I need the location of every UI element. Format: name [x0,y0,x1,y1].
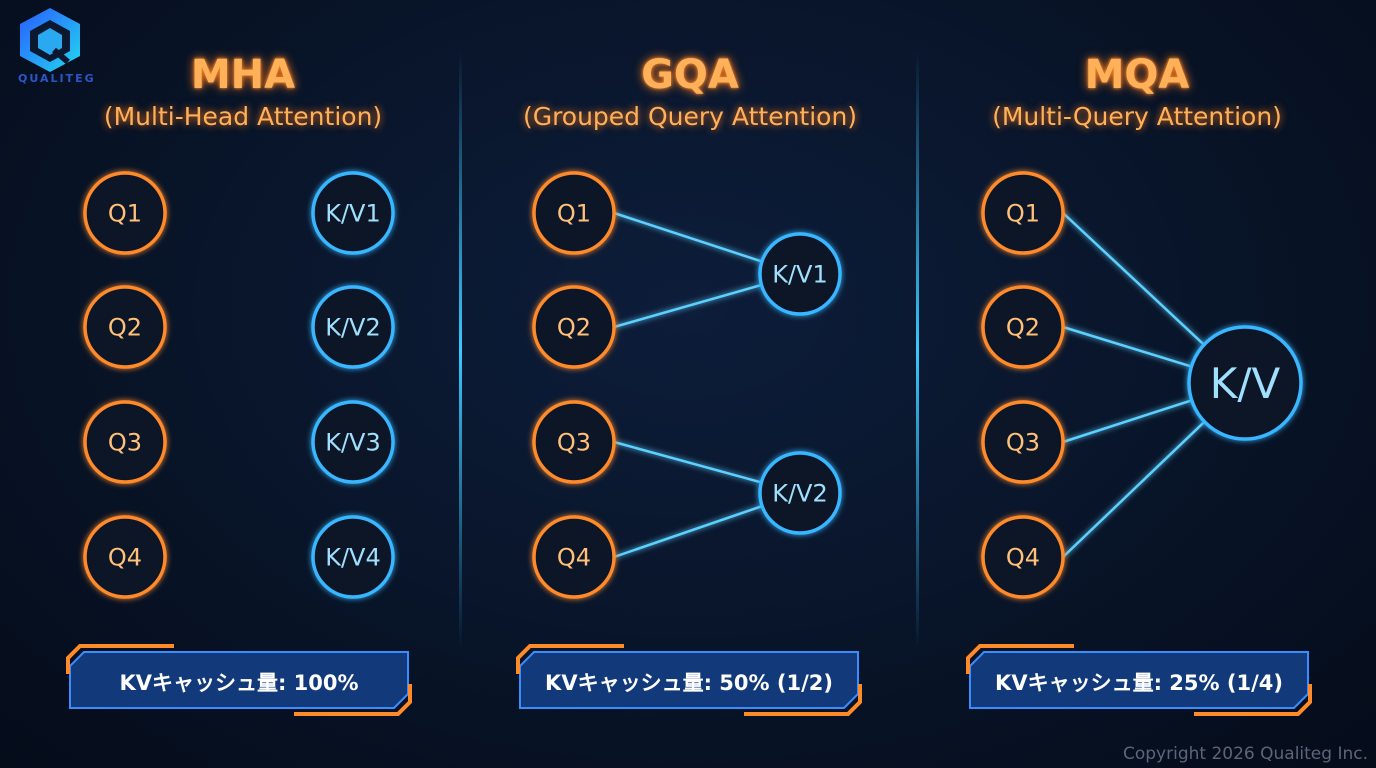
query-node-label: Q1 [557,200,591,228]
kv-node: K/V [1187,325,1303,441]
query-node-label: Q2 [108,314,142,342]
copyright: Copyright 2026 Qualiteg Inc. [1122,744,1368,764]
attention-link [1062,325,1192,368]
kv-node-label: K/V2 [772,480,828,508]
query-node-circle [532,400,616,484]
query-node: Q2 [83,285,167,369]
query-node-label: Q1 [108,200,142,228]
query-node-label: Q4 [1006,544,1040,572]
kv-node-label: K/V4 [325,544,381,572]
query-node-circle [83,515,167,599]
attention-link [613,440,762,484]
attention-link [1062,420,1206,558]
panel-title: GQA [641,52,739,98]
divider [459,50,462,650]
query-node: Q4 [83,515,167,599]
kv-cache-text: KVキャッシュ量: 25% (1/4) [995,671,1283,695]
query-node-circle [981,515,1065,599]
badge-frame [966,644,1312,716]
kv-node: K/V1 [758,232,842,316]
kv-node-label: K/V [1210,359,1281,408]
logo: QUALITEG [10,6,94,86]
kv-cache-badge: KVキャッシュ量: 25% (1/4) [966,644,1312,716]
query-node: Q1 [83,171,167,255]
query-node: Q1 [532,171,616,255]
kv-cache-badge: KVキャッシュ量: 100% [66,644,412,716]
query-node-circle [532,515,616,599]
query-node-label: Q4 [557,544,591,572]
query-node: Q2 [981,285,1065,369]
query-node-label: Q1 [1006,200,1040,228]
kv-node: K/V1 [311,171,395,255]
query-node-circle [981,285,1065,369]
badge-frame [516,644,862,716]
query-node: Q4 [532,515,616,599]
kv-node-circle [311,515,395,599]
query-node-circle [83,400,167,484]
attention-link [613,283,762,329]
logo-hexagon-icon [20,8,80,72]
query-node-circle [83,285,167,369]
panel-title: MQA [1084,52,1190,98]
kv-cache-text: KVキャッシュ量: 50% (1/2) [545,671,833,695]
query-node: Q4 [981,515,1065,599]
divider [916,50,919,650]
query-node-label: Q4 [108,544,142,572]
attention-link [1062,212,1205,346]
query-node: Q1 [981,171,1065,255]
query-node-label: Q2 [1006,314,1040,342]
query-node-label: Q3 [557,429,591,457]
logo-text: QUALITEG [18,72,96,85]
kv-node: K/V2 [311,285,395,369]
kv-node: K/V2 [758,451,842,535]
query-node-circle [83,171,167,255]
query-node: Q3 [532,400,616,484]
panel-subtitle: (Grouped Query Attention) [522,102,858,131]
kv-node-label: K/V2 [325,314,381,342]
kv-node-circle [311,171,395,255]
panel-subtitle: (Multi-Head Attention) [103,102,383,131]
query-node: Q3 [981,400,1065,484]
kv-node-circle [1187,325,1303,441]
kv-cache-badge: KVキャッシュ量: 50% (1/2) [516,644,862,716]
kv-cache-text: KVキャッシュ量: 100% [119,671,359,695]
query-node-label: Q2 [557,314,591,342]
attention-link [613,504,763,559]
kv-node-label: K/V1 [772,261,828,289]
panel-title: MHA [190,52,296,98]
query-node-label: Q3 [1006,429,1040,457]
kv-node-label: K/V3 [325,429,381,457]
query-node-circle [532,171,616,255]
kv-node: K/V4 [311,515,395,599]
query-node: Q3 [83,400,167,484]
query-node-circle [532,285,616,369]
query-node-label: Q3 [108,429,142,457]
kv-node-circle [758,451,842,535]
badge-frame [66,644,412,716]
panel-subtitle: (Multi-Query Attention) [992,102,1282,131]
query-node-circle [981,171,1065,255]
kv-node-circle [311,400,395,484]
query-node: Q2 [532,285,616,369]
query-node-circle [981,400,1065,484]
kv-node-label: K/V1 [325,200,381,228]
kv-node-circle [311,285,395,369]
kv-node: K/V3 [311,400,395,484]
attention-link [613,211,763,263]
attention-link [1062,399,1193,444]
kv-node-circle [758,232,842,316]
